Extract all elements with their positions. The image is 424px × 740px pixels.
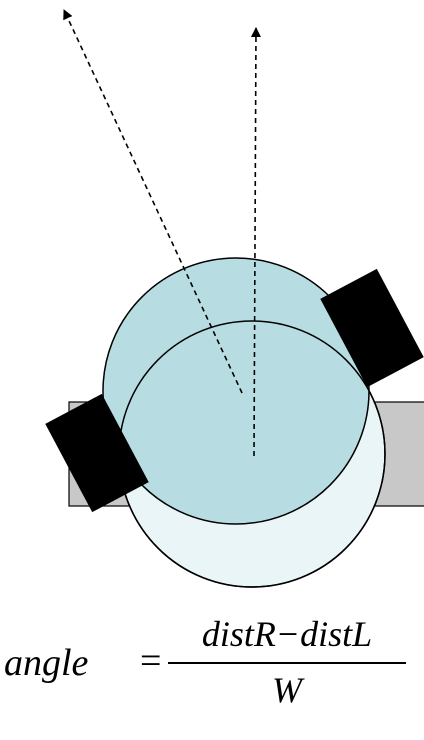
robot-rotation-diagram	[45, 9, 424, 588]
numerator-operator: −	[277, 614, 299, 654]
formula-lhs: angle	[4, 642, 89, 684]
rotated-left-wheel	[45, 393, 149, 513]
formula-equals: =	[140, 640, 162, 682]
formula-numerator: distR−distL	[168, 616, 406, 652]
formula-fraction: distR−distL W	[168, 616, 406, 726]
rotated-heading-arrow	[63, 9, 243, 394]
rotated-right-wheel	[320, 268, 424, 388]
numerator-left-term: distR	[201, 614, 276, 654]
numerator-right-term: distL	[300, 614, 373, 654]
fraction-bar	[168, 662, 406, 664]
angle-formula: angle = distR−distL W	[0, 600, 424, 740]
formula-denominator: W	[272, 670, 302, 710]
